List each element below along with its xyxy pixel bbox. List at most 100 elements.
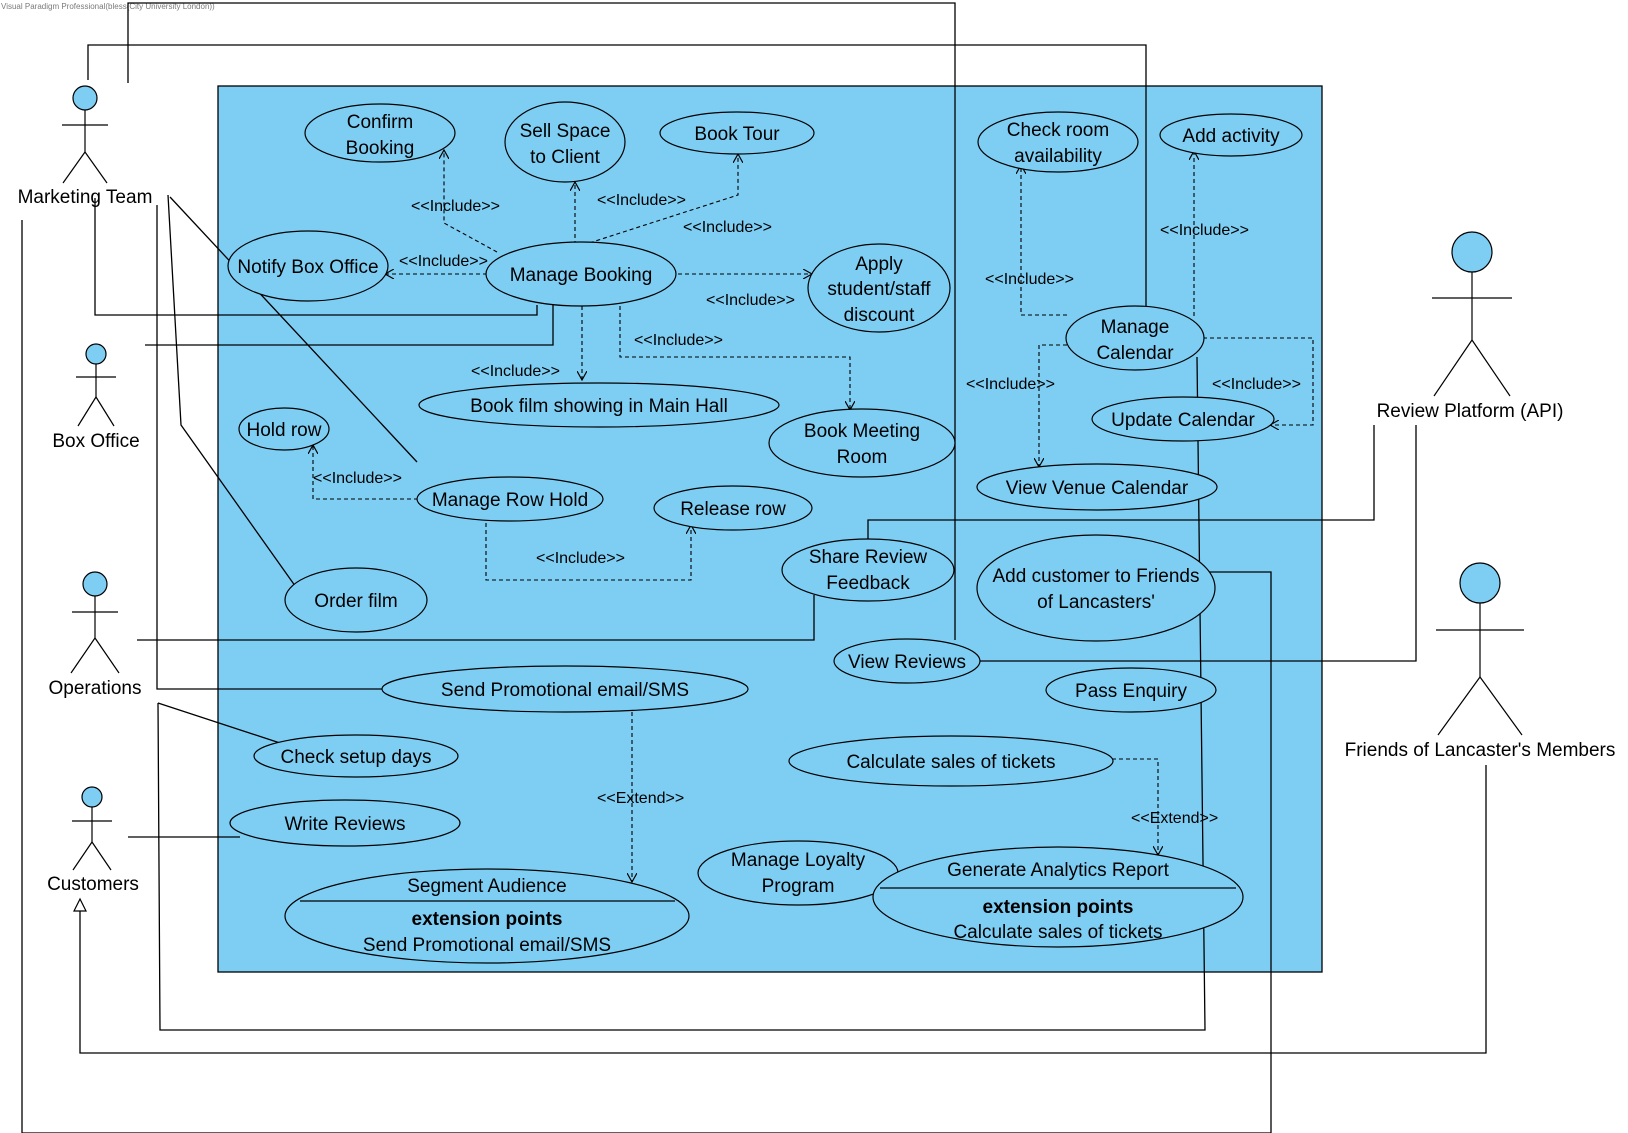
assoc-marketing-manage-row-hold [169, 196, 418, 463]
actor-review-platform[interactable]: Review Platform (API) [1377, 231, 1564, 422]
usecase-label: Release row [680, 499, 786, 520]
usecase-label: Check setup days [280, 747, 431, 768]
include-label-check-room: <<Include>> [985, 271, 1074, 288]
extension-points-title: extension points [983, 897, 1134, 918]
usecase-manage-row-hold[interactable]: Manage Row Hold [416, 476, 604, 522]
usecase-add-friends[interactable]: Add customer to Friends of Lancasters' [976, 534, 1216, 642]
include-label-tour-2: <<Include>> [683, 219, 772, 236]
actor-box-office[interactable]: Box Office [52, 343, 140, 452]
usecase-manage-booking[interactable]: Manage Booking [485, 241, 677, 307]
usecase-release-row[interactable]: Release row [653, 485, 813, 531]
usecase-book-meeting[interactable]: Book Meeting Room [768, 408, 956, 478]
usecase-label: Notify Box Office [237, 257, 378, 278]
include-label-activity: <<Include>> [1160, 222, 1249, 239]
usecase-label: Add activity [1182, 126, 1280, 147]
extension-points-title: extension points [412, 909, 563, 930]
usecase-label: Update Calendar [1111, 410, 1255, 431]
usecase-check-room[interactable]: Check room availability [977, 111, 1139, 173]
include-book-tour [582, 154, 738, 246]
extension-point: Calculate sales of tickets [953, 922, 1162, 943]
usecase-label: Confirm [347, 112, 414, 133]
usecase-label: of Lancasters' [1037, 592, 1155, 613]
actor-friends-members[interactable]: Friends of Lancaster's Members [1345, 562, 1616, 761]
usecase-label: Manage Row Hold [432, 490, 588, 511]
actor-label: Customers [47, 874, 139, 895]
usecase-view-venue-calendar[interactable]: View Venue Calendar [976, 463, 1218, 511]
include-release-row [485, 516, 691, 581]
include-label-update: <<Include>> [1212, 376, 1301, 393]
assoc-box-office-manage-booking [145, 305, 554, 346]
usecase-check-setup[interactable]: Check setup days [253, 734, 459, 778]
actor-marketing-team[interactable]: Marketing Team [18, 85, 153, 208]
usecase-label: Check room [1007, 120, 1109, 141]
usecase-book-tour[interactable]: Book Tour [659, 111, 815, 155]
include-hold-row [313, 445, 418, 500]
usecase-apply-discount[interactable]: Apply student/staff discount [807, 243, 951, 333]
include-label-meeting: <<Include>> [634, 332, 723, 349]
assoc-marketing-check-room [127, 2, 956, 640]
include-update-calendar [1203, 337, 1314, 425]
actor-customers[interactable]: Customers [47, 786, 139, 895]
dependencies: <<Include>> <<Include>> <<Include>> <<In… [313, 150, 1314, 882]
usecase-label: Feedback [826, 573, 910, 594]
usecase-label: Send Promotional email/SMS [441, 680, 689, 701]
generalization-arrowhead [73, 897, 87, 912]
assoc-review-platform-share-review [867, 425, 1375, 545]
usecase-label: Pass Enquiry [1075, 681, 1187, 702]
usecase-hold-row[interactable]: Hold row [238, 407, 330, 451]
include-view-venue-calendar [1039, 344, 1067, 467]
extend-label-analytics: <<Extend>> [1131, 810, 1218, 827]
usecase-label: student/staff [827, 279, 931, 300]
usecase-order-film[interactable]: Order film [284, 567, 428, 633]
assoc-marketing-manage-calendar [87, 44, 1147, 307]
usecase-label: Manage [1101, 317, 1170, 338]
usecase-calc-sales[interactable]: Calculate sales of tickets [788, 735, 1114, 787]
include-label-hold: <<Include>> [313, 470, 402, 487]
assoc-marketing-order-film [167, 194, 299, 591]
associations [21, 2, 1487, 1133]
assoc-review-platform-view-reviews [980, 425, 1417, 662]
usecase-send-promo[interactable]: Send Promotional email/SMS [381, 665, 749, 713]
usecase-label: Manage Booking [510, 265, 653, 286]
usecase-label: Write Reviews [284, 814, 405, 835]
usecase-update-calendar[interactable]: Update Calendar [1091, 396, 1275, 442]
usecase-pass-enquiry[interactable]: Pass Enquiry [1045, 667, 1217, 713]
usecase-label: discount [844, 305, 915, 326]
usecase-book-film[interactable]: Book film showing in Main Hall [418, 382, 780, 428]
usecase-label: Manage Loyalty [731, 850, 866, 871]
usecase-label: Book film showing in Main Hall [470, 396, 728, 417]
use-cases: Confirm Booking Sell Space to Client Boo… [227, 101, 1303, 964]
usecase-label: Calculate sales of tickets [846, 752, 1055, 773]
actor-label: Box Office [52, 431, 139, 452]
extension-point: Send Promotional email/SMS [363, 935, 611, 956]
extend-calc-sales [1112, 758, 1158, 855]
usecase-generate-analytics[interactable]: Generate Analytics Report extension poin… [872, 846, 1244, 948]
actor-label: Operations [49, 678, 142, 699]
usecase-segment-audience[interactable]: Segment Audience extension points Send P… [284, 868, 690, 964]
usecase-confirm-booking[interactable]: Confirm Booking [304, 103, 456, 163]
usecase-label: availability [1014, 146, 1102, 167]
assoc-marketing-add-friends [21, 220, 1272, 1133]
usecase-view-reviews[interactable]: View Reviews [833, 638, 981, 684]
usecase-manage-calendar[interactable]: Manage Calendar [1065, 305, 1205, 371]
usecase-add-activity[interactable]: Add activity [1159, 113, 1303, 157]
actor-operations[interactable]: Operations [49, 571, 142, 699]
watermark-text: Visual Paradigm Professional(bless(City … [1, 2, 215, 11]
usecase-label: Order film [314, 591, 397, 612]
usecase-share-review[interactable]: Share Review Feedback [781, 538, 955, 602]
usecase-label: View Venue Calendar [1006, 478, 1189, 499]
usecase-write-reviews[interactable]: Write Reviews [229, 799, 461, 847]
include-label-discount: <<Include>> [706, 292, 795, 309]
actor-label: Friends of Lancaster's Members [1345, 740, 1616, 761]
usecase-label: to Client [530, 147, 600, 168]
include-label-venue: <<Include>> [966, 376, 1055, 393]
usecase-manage-loyalty[interactable]: Manage Loyalty Program [697, 840, 899, 906]
usecase-notify-box-office[interactable]: Notify Box Office [227, 230, 389, 302]
usecase-sell-space[interactable]: Sell Space to Client [504, 101, 626, 183]
usecase-label: Hold row [247, 420, 322, 441]
assoc-operations-check-setup [157, 702, 281, 744]
usecase-label: Share Review [809, 547, 928, 568]
usecase-label: Calendar [1096, 343, 1174, 364]
include-label-confirm: <<Include>> [411, 198, 500, 215]
